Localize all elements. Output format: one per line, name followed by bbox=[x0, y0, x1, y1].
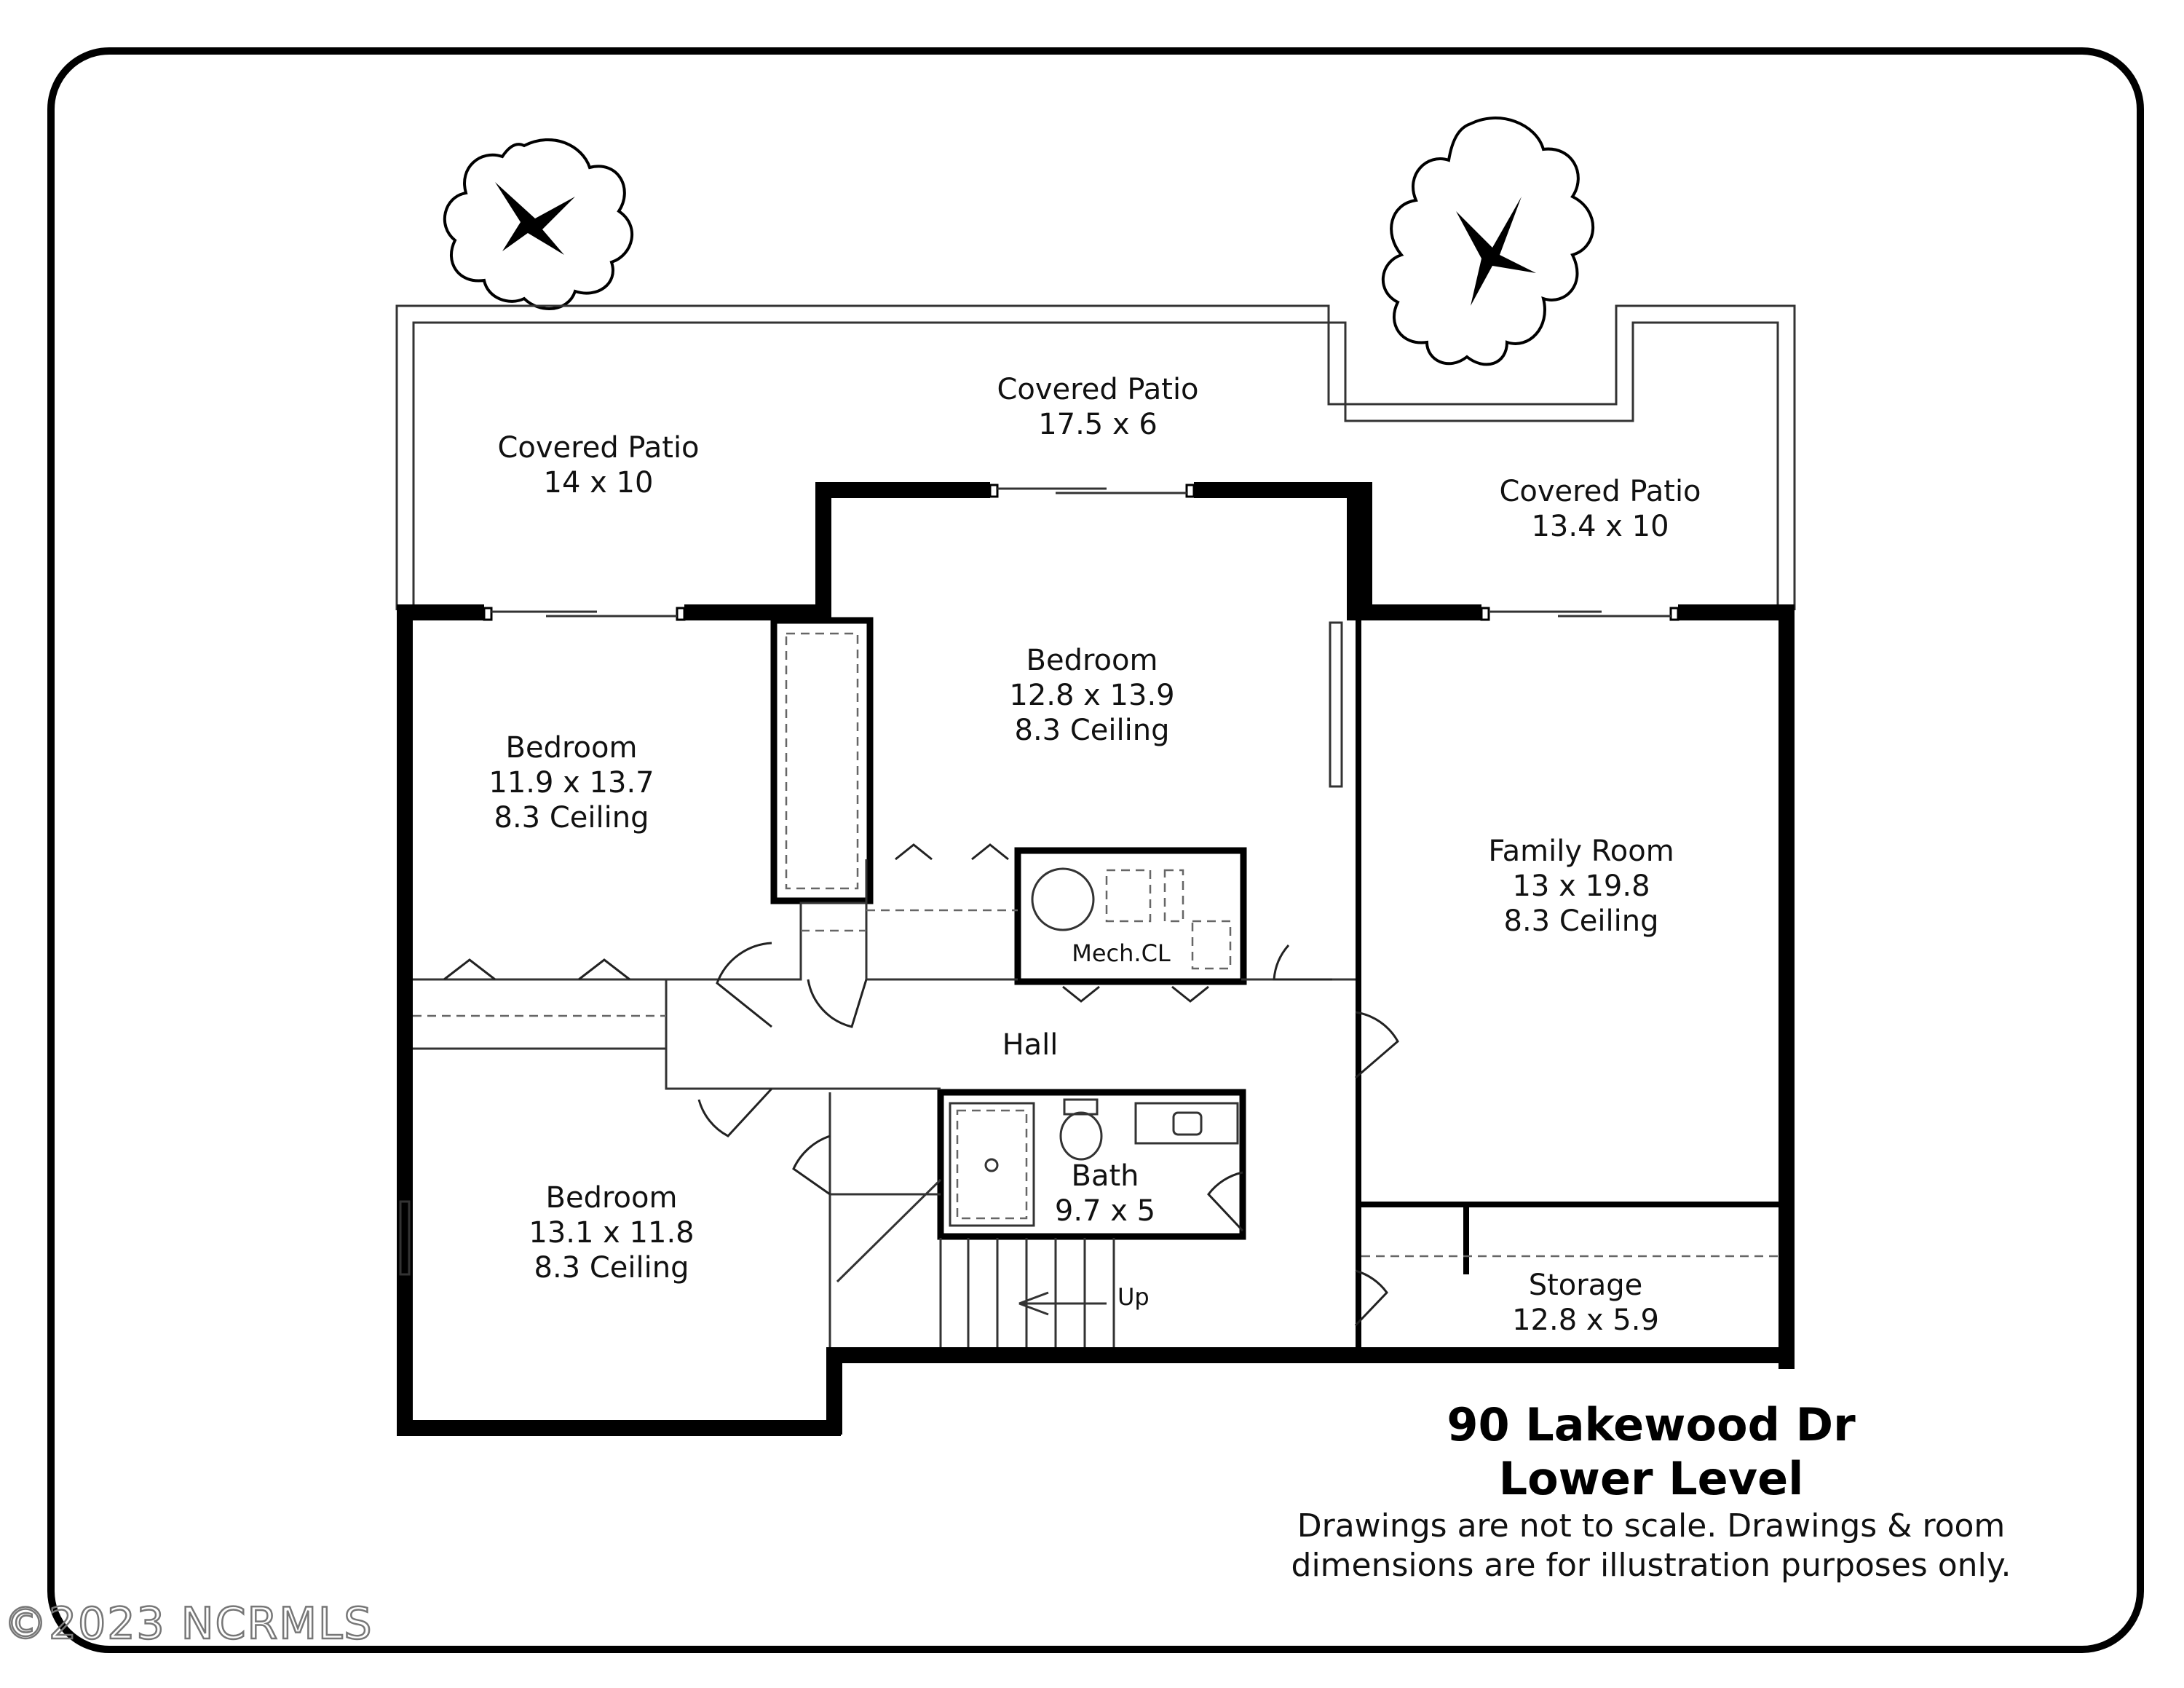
room-name: Bedroom bbox=[506, 731, 638, 765]
room-ceiling: 8.3 Ceiling bbox=[1504, 904, 1659, 938]
tree-icon bbox=[1381, 117, 1595, 366]
room-name: Bath bbox=[1072, 1159, 1139, 1193]
room-name: Covered Patio bbox=[1499, 475, 1701, 508]
room-label-family-room: Family Room 13 x 19.8 8.3 Ceiling bbox=[1488, 835, 1674, 938]
title-block: 90 Lakewood Dr Lower Level Drawings are … bbox=[1291, 1398, 2011, 1584]
address-title: 90 Lakewood Dr bbox=[1447, 1398, 1856, 1451]
room-name: Family Room bbox=[1488, 835, 1674, 868]
room-label-bedroom-center: Bedroom 12.8 x 13.9 8.3 Ceiling bbox=[1009, 644, 1174, 747]
sliding-doors bbox=[399, 484, 1679, 1276]
doors bbox=[443, 843, 1399, 1327]
room-name: Covered Patio bbox=[497, 431, 699, 465]
level-title: Lower Level bbox=[1499, 1452, 1804, 1505]
stairs-up-label: Up bbox=[1117, 1283, 1150, 1311]
tree-icon bbox=[443, 138, 633, 310]
room-dims: 13.4 x 10 bbox=[1531, 510, 1669, 543]
room-dims: 13.1 x 11.8 bbox=[529, 1216, 694, 1250]
interior-lines bbox=[413, 632, 1779, 1347]
room-ceiling: 8.3 Ceiling bbox=[534, 1251, 689, 1285]
patio-outline bbox=[395, 304, 1796, 610]
room-name: Storage bbox=[1529, 1269, 1643, 1302]
room-name: Covered Patio bbox=[997, 373, 1198, 406]
room-label-patio-right: Covered Patio 13.4 x 10 bbox=[1499, 475, 1701, 543]
outer-frame bbox=[47, 47, 2144, 1653]
room-label-mech-closet: Mech.CL bbox=[1072, 939, 1171, 967]
disclaimer-line-1: Drawings are not to scale. Drawings & ro… bbox=[1297, 1507, 2006, 1545]
room-label-bedroom-left: Bedroom 11.9 x 13.7 8.3 Ceiling bbox=[488, 731, 654, 835]
room-ceiling: 8.3 Ceiling bbox=[494, 801, 649, 835]
room-label-storage: Storage 12.8 x 5.9 bbox=[1512, 1269, 1659, 1337]
stairs bbox=[836, 1178, 1115, 1347]
room-label-patio-left: Covered Patio 14 x 10 bbox=[497, 431, 699, 500]
room-label-patio-center: Covered Patio 17.5 x 6 bbox=[997, 373, 1198, 441]
room-name: Bedroom bbox=[1026, 644, 1158, 677]
walls bbox=[397, 482, 1795, 1436]
room-dims: 17.5 x 6 bbox=[1038, 408, 1158, 441]
room-dims: 12.8 x 13.9 bbox=[1009, 679, 1174, 712]
watermark: ©2023 NCRMLS bbox=[4, 1598, 373, 1649]
room-label-hall: Hall bbox=[1002, 1028, 1059, 1062]
room-ceiling: 8.3 Ceiling bbox=[1015, 714, 1170, 747]
room-label-bath: Bath 9.7 x 5 bbox=[1055, 1159, 1155, 1228]
room-label-bedroom-bottom: Bedroom 13.1 x 11.8 8.3 Ceiling bbox=[529, 1181, 694, 1285]
room-dims: 13 x 19.8 bbox=[1512, 869, 1650, 903]
disclaimer-line-2: dimensions are for illustration purposes… bbox=[1291, 1547, 2011, 1584]
room-name: Bedroom bbox=[546, 1181, 678, 1215]
bath-fixtures bbox=[949, 1098, 1239, 1227]
room-dims: 9.7 x 5 bbox=[1055, 1194, 1155, 1228]
room-dims: 11.9 x 13.7 bbox=[488, 766, 654, 800]
room-dims: 12.8 x 5.9 bbox=[1512, 1304, 1659, 1337]
room-dims: 14 x 10 bbox=[544, 466, 654, 500]
